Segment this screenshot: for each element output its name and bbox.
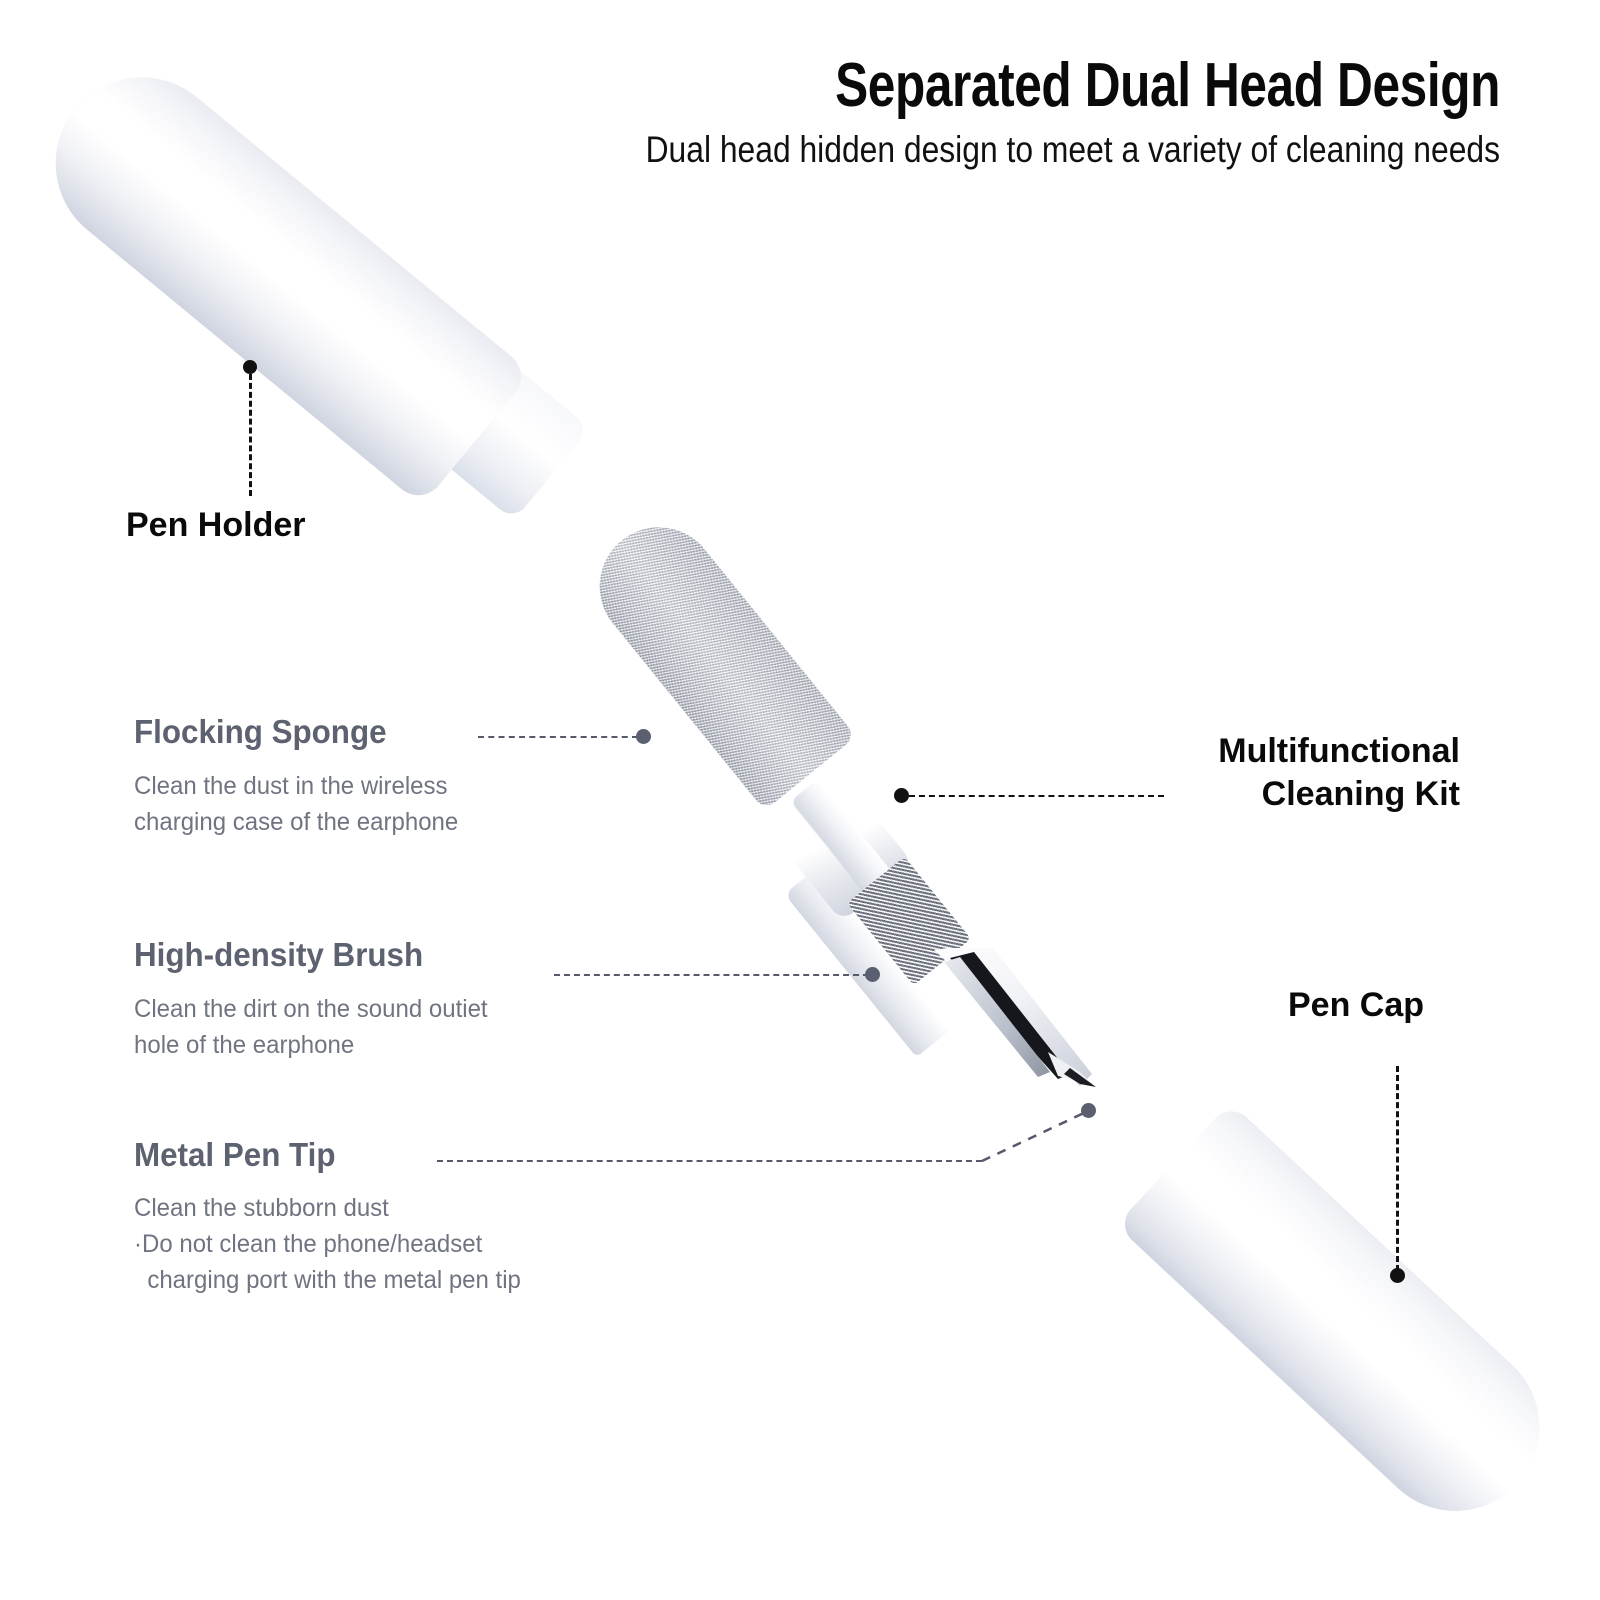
pen-cap-leader-dot [1390,1268,1405,1283]
page-subtitle: Dual head hidden design to meet a variet… [645,129,1500,170]
pen-cap-leader-line [1396,1066,1399,1271]
pen-cap-body [1115,1102,1575,1546]
callout-label-metal-pen-tip: Metal Pen Tip [134,1136,336,1173]
flocking-sponge-leader-line [478,736,638,738]
callout-desc-metal-pen-tip-line3: charging port with the metal pen tip [134,1266,521,1294]
callout-desc-flocking-sponge-line1: Clean the dust in the wireless [134,772,448,800]
high-density-brush-leader-dot [865,967,880,982]
flocking-sponge-leader-dot [636,729,651,744]
flocking-sponge-pad [575,503,857,811]
pen-holder-body [20,42,532,506]
callout-label-pen-cap: Pen Cap [1288,986,1425,1024]
callout-desc-metal-pen-tip-line1: Clean the stubborn dust [134,1194,389,1222]
multifunctional-kit-leader-dot [894,788,909,803]
callout-desc-flocking-sponge-line2: charging case of the earphone [134,808,459,836]
metal-pen-tip-leader-dot [1081,1103,1096,1118]
page-title: Separated Dual Head Design [835,51,1500,120]
callout-label-high-density-brush: High-density Brush [134,936,424,973]
callout-label-pen-holder: Pen Holder [126,506,306,544]
metal-pen-tip-leader-line-horizontal [437,1160,982,1162]
callout-label-flocking-sponge: Flocking Sponge [134,713,387,750]
pen-cap-illustration [1090,1090,1575,1560]
multifunctional-kit-leader-line [909,795,1164,797]
callout-desc-high-density-brush-line2: hole of the earphone [134,1031,355,1059]
high-density-brush-leader-line [554,974,869,976]
callout-label-multifunctional-cleaning-kit: Multifunctional Cleaning Kit [1218,732,1460,813]
callout-desc-high-density-brush-line1: Clean the dirt on the sound outiet [134,995,488,1023]
callout-desc-metal-pen-tip-line2: ·Do not clean the phone/headset [134,1230,483,1258]
pen-holder-leader-line [249,374,252,496]
pen-holder-leader-dot [243,360,257,374]
pen-holder-illustration [20,40,591,521]
metal-pen-tip-illustration [930,942,1100,1088]
